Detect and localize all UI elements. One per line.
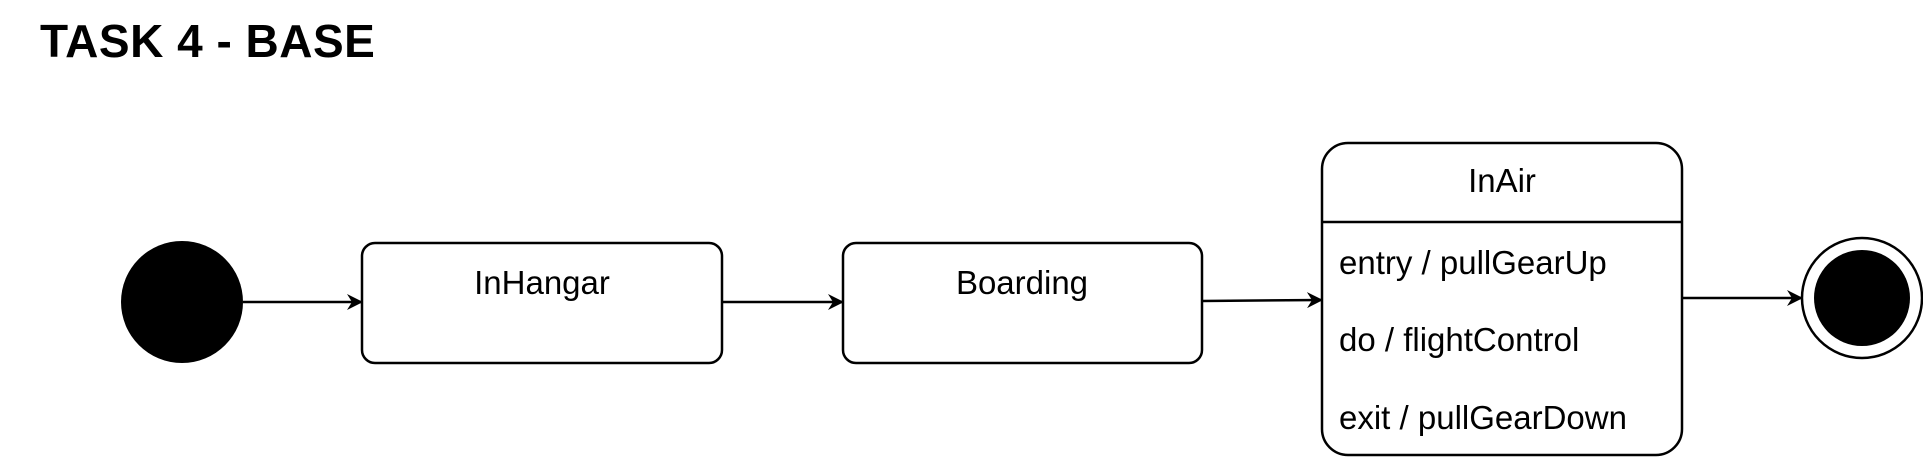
state-boarding-label: Boarding: [956, 264, 1088, 301]
state-inhangar-label: InHangar: [474, 264, 610, 301]
page-title: TASK 4 - BASE: [40, 15, 376, 67]
state-inhangar: InHangar: [360, 241, 724, 365]
state-inair-do-activity: do / flightControl: [1339, 321, 1579, 358]
transition-boarding-to-inair: [1201, 292, 1323, 309]
state-inair: InAir entry / pullGearUp do / flightCont…: [1320, 141, 1684, 457]
state-inair-label: InAir: [1468, 162, 1536, 199]
state-boarding: Boarding: [841, 241, 1204, 365]
state-inair-exit-activity: exit / pullGearDown: [1339, 399, 1627, 436]
final-state: [1800, 236, 1923, 360]
initial-state: [121, 241, 243, 363]
state-inair-entry-activity: entry / pullGearUp: [1339, 244, 1607, 281]
